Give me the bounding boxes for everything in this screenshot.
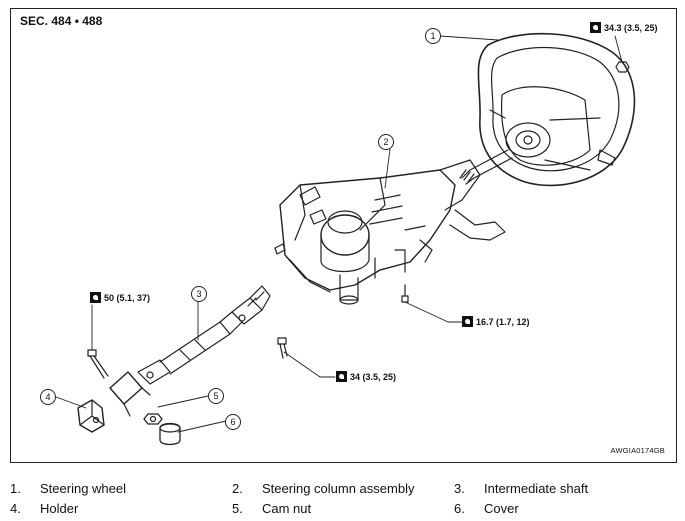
legend-number: 3.	[454, 480, 465, 496]
torque-column-mounting: 16.7 (1.7, 12)	[462, 316, 530, 327]
legend-number: 6.	[454, 500, 465, 516]
intermediate-shaft-drawing	[109, 285, 271, 417]
torque-wrench-icon	[462, 316, 473, 327]
legend-row: 4. Holder 5. Cam nut 6. Cover	[10, 498, 680, 518]
bolts-drawing	[87, 295, 409, 379]
exploded-view-drawing	[55, 32, 636, 446]
torque-value: 34 (3.5, 25)	[350, 371, 397, 382]
torque-value: 34.3 (3.5, 25)	[604, 22, 658, 33]
legend-number: 2.	[232, 480, 243, 496]
leader-lines	[55, 35, 623, 433]
torque-steering-wheel-nut: 34.3 (3.5, 25)	[590, 22, 658, 33]
callout-6: 6	[225, 414, 241, 430]
legend-item: 5. Cam nut	[232, 501, 454, 516]
callout-5: 5	[208, 388, 224, 404]
legend-label: Holder	[40, 500, 79, 516]
callout-4: 4	[40, 389, 56, 405]
cam-nut-drawing	[143, 413, 163, 425]
parts-legend: 1. Steering wheel 2. Steering column ass…	[10, 478, 680, 518]
callout-2: 2	[378, 134, 394, 150]
torque-wrench-icon	[590, 22, 601, 33]
legend-item: 6. Cover	[454, 501, 676, 516]
section-label: SEC. 484 • 488	[20, 14, 103, 28]
torque-value: 16.7 (1.7, 12)	[476, 316, 530, 327]
legend-number: 4.	[10, 500, 21, 516]
torque-intermediate-shaft-bolt: 50 (5.1, 37)	[90, 292, 150, 303]
legend-item: 2. Steering column assembly	[232, 481, 454, 496]
legend-label: Steering column assembly	[262, 480, 415, 496]
torque-lower-bolt: 34 (3.5, 25)	[336, 371, 396, 382]
legend-label: Steering wheel	[40, 480, 126, 496]
legend-item: 1. Steering wheel	[10, 481, 232, 496]
steering-column-drawing	[274, 159, 506, 305]
legend-label: Intermediate shaft	[484, 480, 589, 496]
callout-3: 3	[191, 286, 207, 302]
legend-label: Cover	[484, 500, 519, 516]
holder-drawing	[77, 399, 105, 433]
legend-item: 3. Intermediate shaft	[454, 481, 676, 496]
diagram-frame	[10, 8, 677, 463]
legend-label: Cam nut	[262, 500, 312, 516]
legend-number: 5.	[232, 500, 243, 516]
torque-wrench-icon	[336, 371, 347, 382]
legend-row: 1. Steering wheel 2. Steering column ass…	[10, 478, 680, 498]
legend-item: 4. Holder	[10, 501, 232, 516]
cover-drawing	[159, 422, 181, 446]
figure-code: AWGIA0174GB	[610, 446, 665, 455]
torque-wrench-icon	[90, 292, 101, 303]
callout-1: 1	[425, 28, 441, 44]
legend-number: 1.	[10, 480, 21, 496]
steering-wheel-drawing	[459, 32, 636, 187]
torque-value: 50 (5.1, 37)	[104, 292, 151, 303]
